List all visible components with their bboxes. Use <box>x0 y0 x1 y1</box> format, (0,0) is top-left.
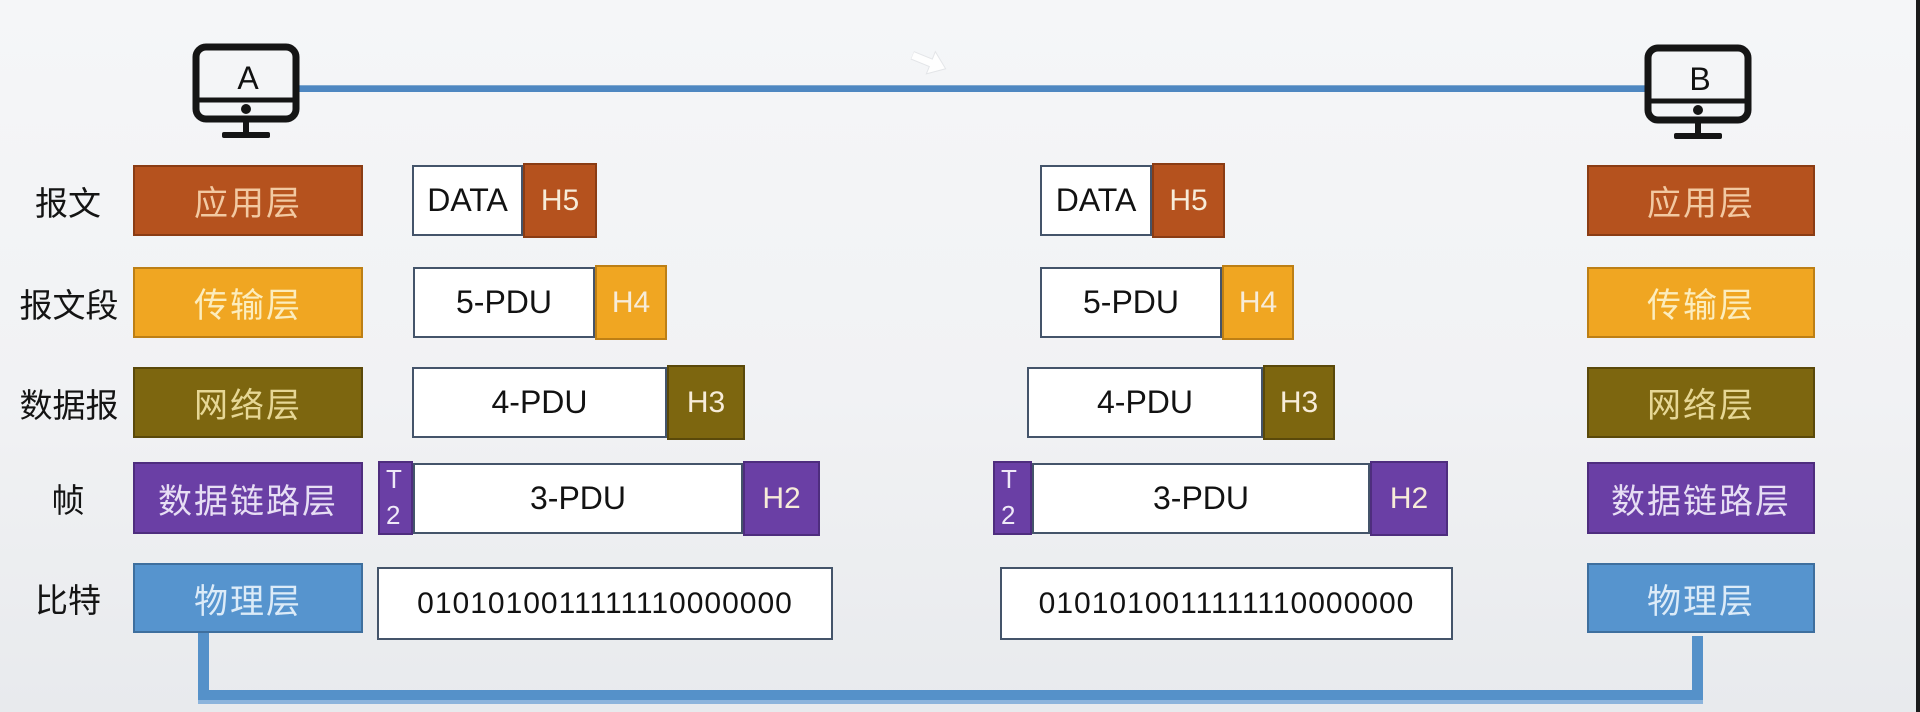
layer-box-network-left: 网络层 <box>133 367 363 438</box>
a-5pdu-box: 5-PDU <box>413 267 595 338</box>
computer-a-label: A <box>237 60 259 96</box>
b-bits-box: 0101010011111110000000 <box>1000 567 1453 640</box>
b-h3-box: H3 <box>1263 365 1335 440</box>
layer-box-transport-right: 传输层 <box>1587 267 1815 338</box>
layer-box-network-right: 网络层 <box>1587 367 1815 438</box>
connector-line-left-vertical <box>198 633 209 702</box>
cursor-arrow-icon <box>910 50 947 75</box>
layer-box-datalink-right: 数据链路层 <box>1587 462 1815 534</box>
b-4pdu-box: 4-PDU <box>1027 367 1263 438</box>
b-h2-box: H2 <box>1370 461 1448 536</box>
b-t2-box: T 2 <box>993 461 1032 535</box>
layer-box-transport-left: 传输层 <box>133 267 363 338</box>
b-h5-box: H5 <box>1152 163 1225 238</box>
a-3pdu-box: 3-PDU <box>413 463 743 534</box>
a-bits-box: 0101010011111110000000 <box>377 567 833 640</box>
layer-box-datalink-left: 数据链路层 <box>133 462 363 534</box>
a-h5-box: H5 <box>523 163 597 238</box>
computer-b-icon: B <box>1644 44 1752 139</box>
b-3pdu-box: 3-PDU <box>1032 463 1370 534</box>
a-data-box: DATA <box>412 165 523 236</box>
layer-box-physical-right: 物理层 <box>1587 563 1815 633</box>
layer-box-physical-left: 物理层 <box>133 563 363 633</box>
unit-label-message: 报文 <box>35 184 101 222</box>
layer-box-application-right: 应用层 <box>1587 165 1815 236</box>
b-data-box: DATA <box>1040 165 1152 236</box>
a-4pdu-box: 4-PDU <box>412 367 667 438</box>
connector-line-bottom <box>198 690 1703 704</box>
a-h3-box: H3 <box>667 365 745 440</box>
a-h2-box: H2 <box>743 461 820 536</box>
b-t2-top: T <box>1001 464 1017 494</box>
a-t2-bottom: 2 <box>386 500 401 530</box>
unit-label-segment: 报文段 <box>19 286 119 324</box>
computer-b-label: B <box>1689 61 1710 97</box>
b-t2-bottom: 2 <box>1001 500 1016 530</box>
b-5pdu-box: 5-PDU <box>1040 267 1222 338</box>
a-t2-top: T <box>386 464 402 494</box>
screen-edge-strip <box>1916 0 1920 712</box>
unit-label-datagram: 数据报 <box>19 386 119 424</box>
b-h4-box: H4 <box>1222 265 1294 340</box>
computer-a-icon: A <box>192 43 300 138</box>
link-line-top <box>296 85 1649 92</box>
unit-label-bits: 比特 <box>35 582 101 619</box>
unit-label-frame: 帧 <box>51 482 85 519</box>
connector-line-right-vertical <box>1692 636 1703 700</box>
a-t2-box: T 2 <box>378 461 413 535</box>
a-h4-box: H4 <box>595 265 667 340</box>
layer-box-application-left: 应用层 <box>133 165 363 236</box>
